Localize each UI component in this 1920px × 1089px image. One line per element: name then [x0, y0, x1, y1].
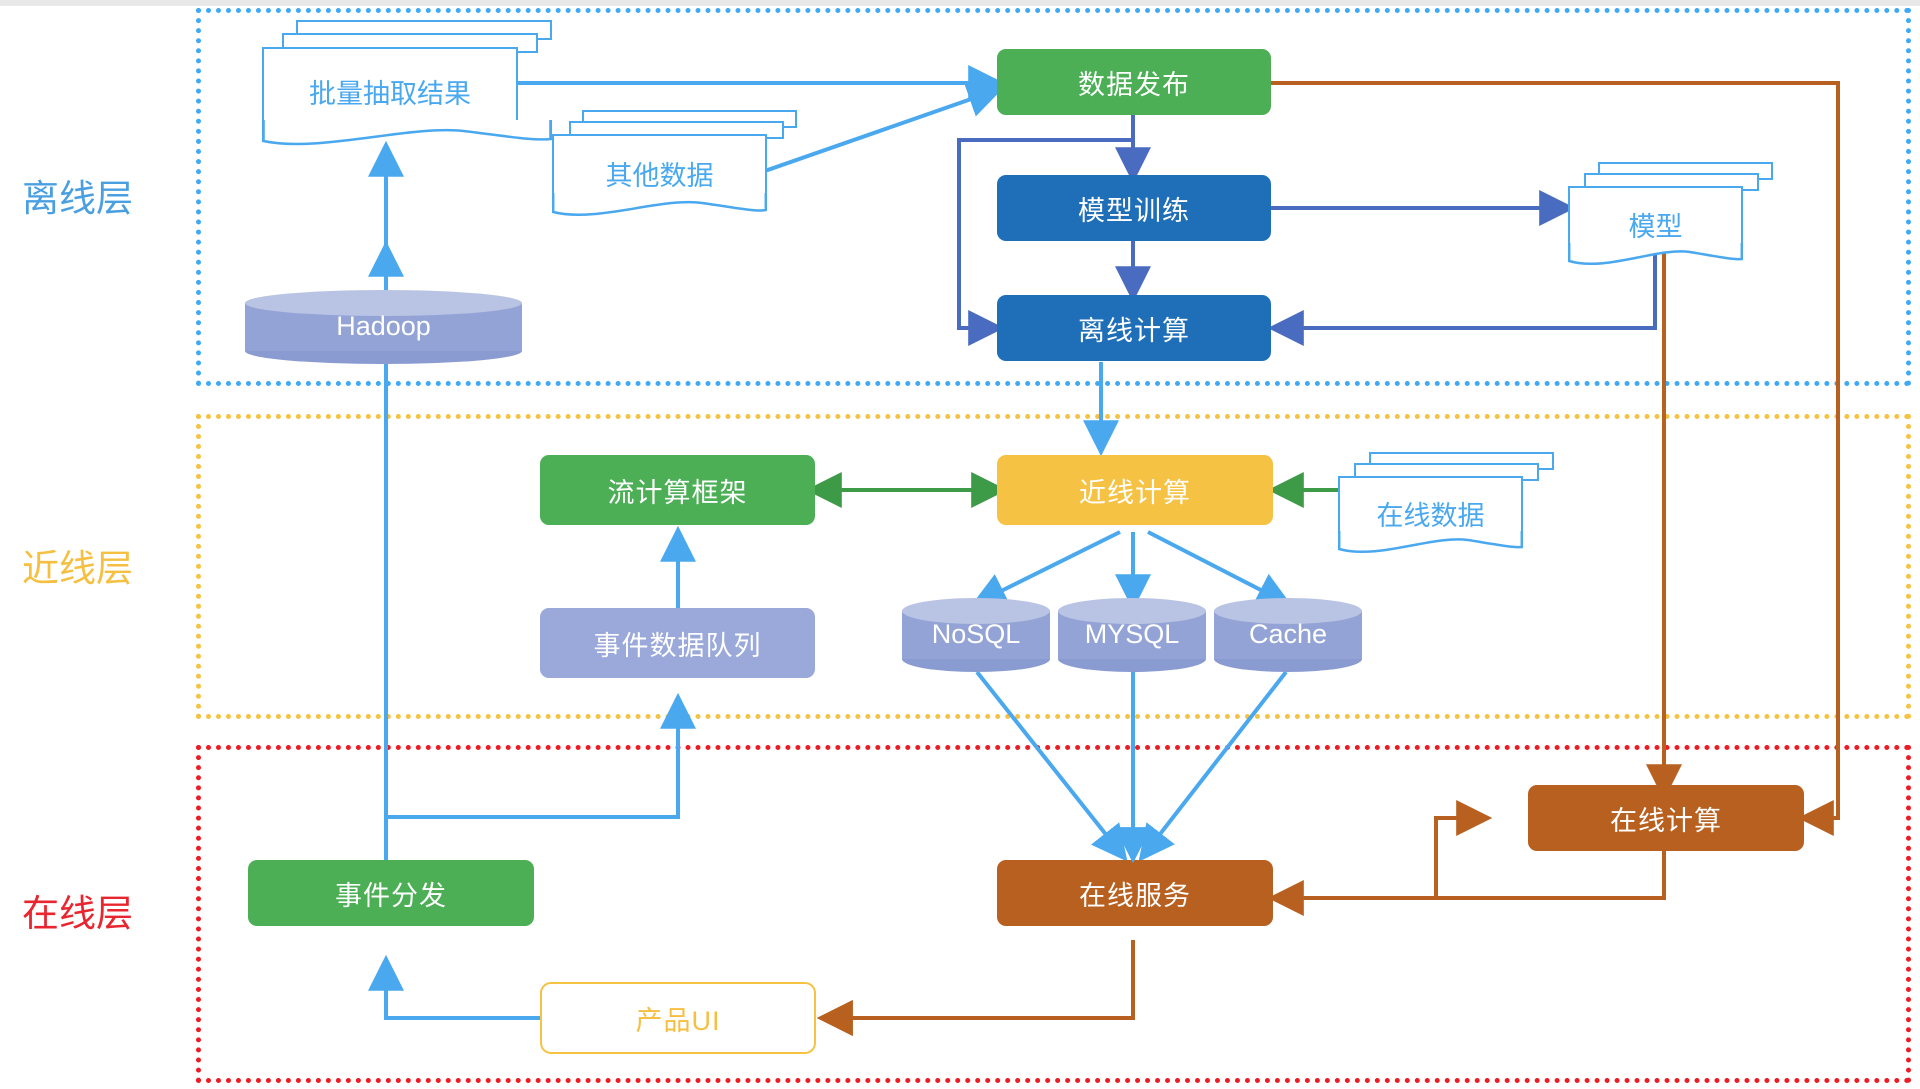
- layer-label-nearline: 近线层: [22, 548, 133, 589]
- node-model-train[interactable]: 模型训练: [997, 175, 1271, 241]
- layer-band-online: [196, 745, 1911, 1083]
- node-label: 近线计算: [1079, 477, 1191, 508]
- sheet-front: [1568, 186, 1743, 246]
- node-label: 在线计算: [1610, 805, 1722, 836]
- edge-otherdata-to-publish: [761, 82, 1004, 174]
- edge-nearlinecalc-to-nosql: [970, 530, 1121, 607]
- node-label: 事件分发: [335, 880, 447, 911]
- layer-label-online: 在线层: [22, 893, 133, 934]
- doc-wave: [1338, 531, 1523, 554]
- edge-publish-to-offlinecalc: [957, 114, 1135, 346]
- edge-nearlinecalc-to-cache: [1147, 530, 1293, 607]
- edge-nosql-to-onlineservice: [975, 670, 1128, 862]
- node-offline-calc[interactable]: 离线计算: [997, 295, 1271, 361]
- node-label: 模型: [1628, 212, 1683, 242]
- node-hadoop[interactable]: Hadoop: [245, 290, 522, 364]
- edge-cache-to-onlineservice: [1138, 670, 1288, 862]
- node-stream-framework[interactable]: 流计算框架: [540, 455, 815, 525]
- edge-publish-to-onlinecalc: [1271, 81, 1840, 836]
- node-label: MYSQL: [1084, 619, 1180, 649]
- doc-wave: [1568, 243, 1743, 266]
- node-model[interactable]: 模型: [1568, 162, 1788, 272]
- node-event-dispatch[interactable]: 事件分发: [248, 860, 534, 926]
- layer-band-nearline: [196, 414, 1911, 719]
- node-online-service[interactable]: 在线服务: [997, 860, 1273, 926]
- node-label: 批量抽取结果: [309, 79, 471, 109]
- node-label: 流计算框架: [607, 477, 748, 508]
- node-other-data[interactable]: 其他数据: [552, 110, 802, 220]
- edge-onlineservice-to-productui: [816, 940, 1135, 1036]
- node-label: 数据发布: [1078, 69, 1190, 100]
- node-online-data[interactable]: 在线数据: [1338, 452, 1563, 562]
- sheet-front: [552, 134, 767, 196]
- node-label: 产品UI: [635, 1005, 721, 1036]
- doc-wave: [262, 120, 552, 146]
- edge-eventdispatch-to-eventqueue: [386, 692, 696, 819]
- node-label: Cache: [1248, 619, 1328, 649]
- node-label: NoSQL: [931, 619, 1021, 649]
- layer-label-offline: 离线层: [22, 178, 133, 219]
- node-event-queue[interactable]: 事件数据队列: [540, 608, 815, 678]
- node-data-publish[interactable]: 数据发布: [997, 49, 1271, 115]
- node-label: 事件数据队列: [593, 630, 762, 661]
- sheet-front: [262, 47, 518, 123]
- sheet-front: [1338, 476, 1523, 534]
- doc-wave: [552, 193, 767, 216]
- layer-band-offline: [196, 8, 1911, 386]
- node-label: Hadoop: [336, 311, 431, 341]
- edge-productui-to-eventdispatch: [368, 954, 540, 1020]
- node-label: 模型训练: [1078, 195, 1190, 226]
- node-label: 离线计算: [1078, 315, 1190, 346]
- node-label: 在线服务: [1079, 880, 1191, 911]
- node-batch-extract[interactable]: 批量抽取结果: [262, 20, 552, 146]
- node-nearline-calc[interactable]: 近线计算: [997, 455, 1273, 525]
- node-product-ui[interactable]: 产品UI: [540, 982, 816, 1054]
- cylinder-top: [245, 290, 522, 316]
- edge-model-to-offlinecalc: [1267, 248, 1657, 346]
- node-label: 其他数据: [605, 161, 714, 191]
- edge-onlinecalc-to-onlineservice: [1267, 845, 1666, 916]
- node-label: 在线数据: [1376, 501, 1485, 531]
